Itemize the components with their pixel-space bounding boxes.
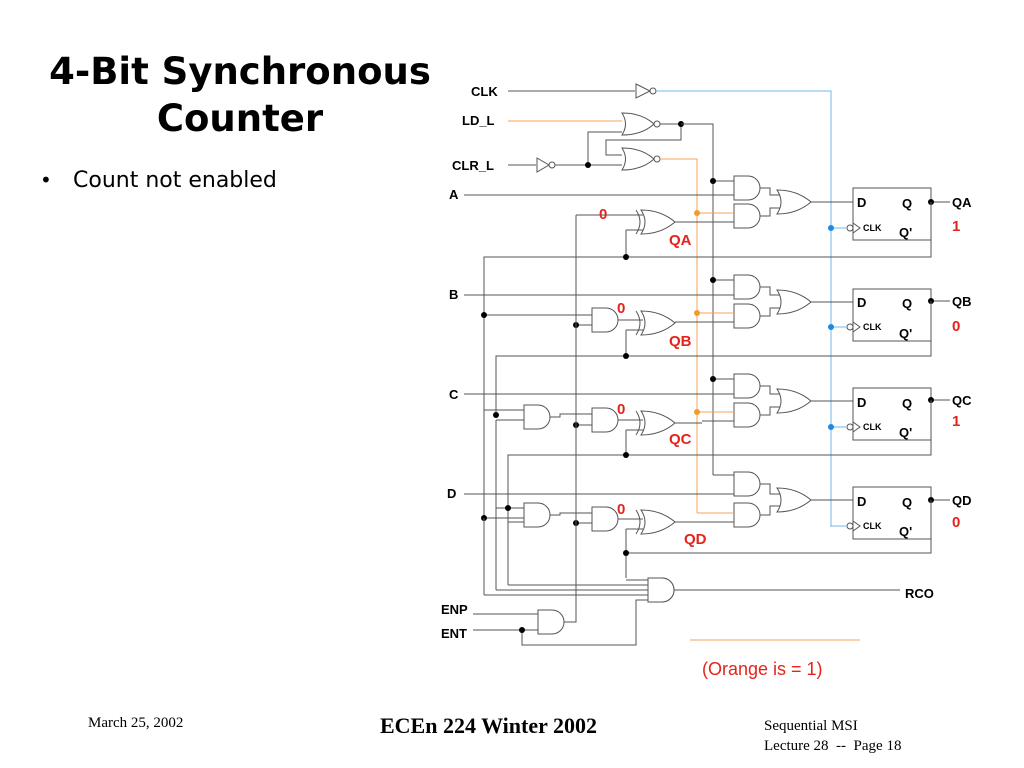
qa-value: 1 [952, 218, 960, 235]
clr-nor-gate [621, 147, 661, 171]
enp-label: ENP [441, 602, 468, 617]
xor-a-label: QA [669, 232, 692, 249]
output-qb-label: QB [952, 294, 972, 309]
ff-a-qbar: Q' [899, 225, 912, 240]
and-count-d [733, 502, 761, 528]
ff-c-qbar: Q' [899, 425, 912, 440]
or-a [776, 189, 812, 215]
input-d-label: D [447, 486, 456, 501]
and-load-b [733, 274, 761, 300]
footer-course: ECEn 224 Winter 2002 [380, 713, 597, 738]
ff-d-q: Q [902, 495, 912, 510]
footer-topic: Sequential MSI [764, 718, 858, 734]
footer-info: Sequential MSI Lecture 28 -- Page 18 [764, 716, 901, 756]
input-b-label: B [449, 287, 458, 302]
and-count-c [733, 402, 761, 428]
enable-and-gate [537, 609, 565, 635]
and-load-a [733, 175, 761, 201]
legend-text: (Orange is = 1) [702, 659, 823, 679]
qb-value: 0 [952, 318, 960, 335]
output-qd-label: QD [952, 493, 972, 508]
ff-c-q: Q [902, 396, 912, 411]
bullet-item: • Count not enabled [40, 168, 277, 193]
and-load-c [733, 373, 761, 399]
xor-c-value: 0 [617, 401, 625, 418]
ff-a-clk: CLK [863, 223, 882, 233]
ff-b-qbar: Q' [899, 326, 912, 341]
ff-b-q: Q [902, 296, 912, 311]
input-a-label: A [449, 187, 459, 202]
or-b [776, 289, 812, 315]
footer-date: March 25, 2002 [88, 715, 184, 731]
ld-nor-gate [621, 112, 661, 136]
ent-label: ENT [441, 626, 467, 641]
xor-a-value: 0 [599, 206, 607, 223]
bullet-marker: • [40, 168, 52, 192]
xor-d-value: 0 [617, 501, 625, 518]
ff-c-d: D [857, 395, 866, 410]
ff-b-clk: CLK [863, 322, 882, 332]
and-count-b [733, 303, 761, 329]
ff-b-d: D [857, 295, 866, 310]
ff-a-d: D [857, 195, 866, 210]
qd-value: 0 [952, 514, 960, 531]
ld-l-label: LD_L [462, 113, 495, 128]
title-line-1: 4-Bit Synchronous [49, 50, 431, 93]
clk-inverter-icon [635, 83, 652, 99]
input-c-label: C [449, 387, 459, 402]
xor-d [635, 509, 676, 535]
ff-d-clk: CLK [863, 521, 882, 531]
and-enable-d [591, 506, 619, 532]
and-chain-d [523, 502, 551, 528]
slide-title: 4-Bit Synchronous Counter [40, 48, 440, 142]
xor-b [635, 310, 676, 336]
ff-d-d: D [857, 494, 866, 509]
or-d [776, 487, 812, 513]
footer-lecture: Lecture 28 -- Page 18 [764, 738, 902, 754]
xor-c-label: QC [669, 431, 692, 448]
or-c [776, 388, 812, 414]
and-enable-c [591, 407, 619, 433]
xor-b-label: QB [669, 333, 692, 350]
clk-label: CLK [471, 84, 498, 99]
bullet-list: • Count not enabled [40, 168, 277, 193]
and-load-d [733, 471, 761, 497]
output-qc-label: QC [952, 393, 972, 408]
ff-a-q: Q [902, 196, 912, 211]
xor-d-label: QD [684, 531, 707, 548]
title-line-2: Counter [156, 97, 324, 140]
ff-c-clk: CLK [863, 422, 882, 432]
and-chain-c [523, 404, 551, 430]
output-qa-label: QA [952, 195, 972, 210]
clr-l-label: CLR_L [452, 158, 494, 173]
counter-schematic: CLK LD_L CLR_L A 0 QA D Q Q' CLK QA 1 [441, 83, 972, 679]
and-enable-b [591, 307, 619, 333]
and-count-a [733, 203, 761, 229]
clr-inverter-icon [536, 157, 550, 173]
output-rco-label: RCO [905, 586, 934, 601]
qc-value: 1 [952, 413, 960, 430]
xor-b-value: 0 [617, 300, 625, 317]
bullet-text: Count not enabled [73, 168, 277, 193]
ff-d-qbar: Q' [899, 524, 912, 539]
